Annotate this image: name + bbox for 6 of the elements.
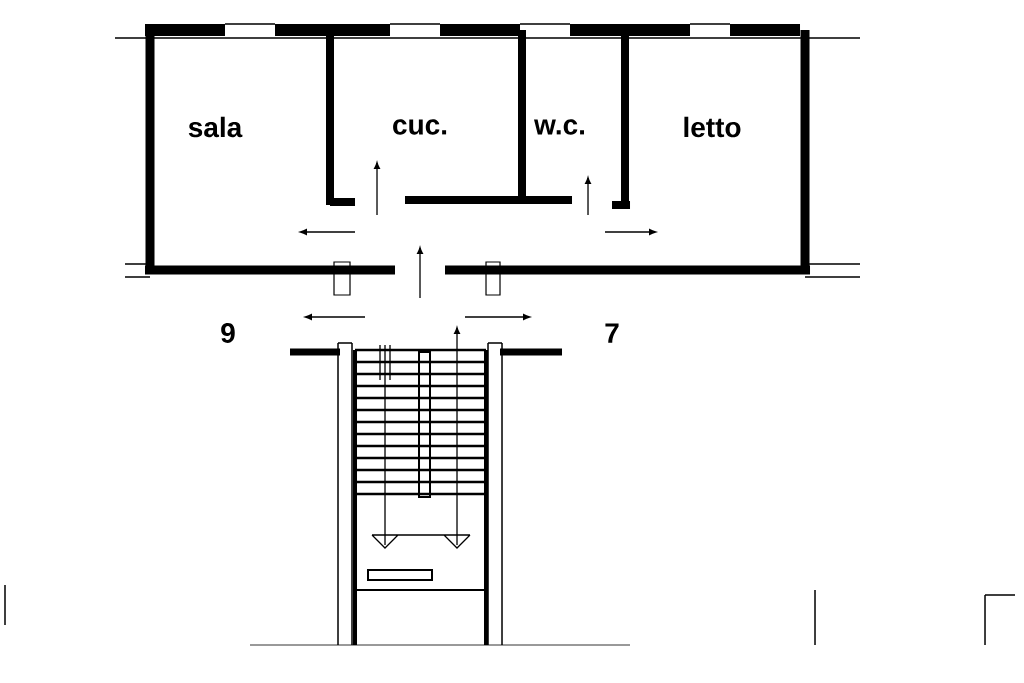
apartment-number: 7 bbox=[605, 323, 619, 343]
room-label: w.c. bbox=[534, 119, 584, 135]
room-label: sala bbox=[188, 116, 243, 138]
apartment-number: 9 bbox=[221, 323, 235, 343]
room-label: letto bbox=[684, 116, 741, 138]
room-label: cuc. bbox=[393, 119, 447, 135]
